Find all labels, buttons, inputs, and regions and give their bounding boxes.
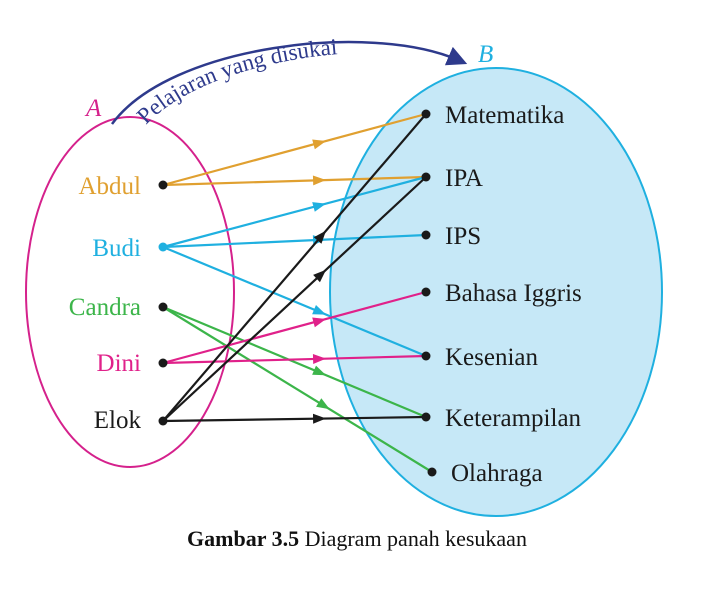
member-elok: Elok xyxy=(94,407,142,434)
figure-caption: Gambar 3.5 Diagram panah kesukaan xyxy=(0,526,714,552)
dot-matematika xyxy=(421,109,431,119)
dot-elok xyxy=(158,416,168,426)
dot-olahraga xyxy=(427,467,437,477)
member-matematika: Matematika xyxy=(445,102,564,129)
caption-text: Diagram panah kesukaan xyxy=(304,526,527,551)
arrow-abdul-matematika xyxy=(162,112,427,187)
arrowhead-elok-matematika xyxy=(313,230,327,244)
set-a-name: A xyxy=(84,95,102,122)
arrowhead-elok-ipa xyxy=(313,269,327,283)
member-kesenian: Kesenian xyxy=(445,344,539,371)
arrowhead-candra-olahraga xyxy=(316,398,330,410)
dot-keterampilan xyxy=(421,412,431,422)
member-candra: Candra xyxy=(69,294,141,321)
arrow-candra-olahraga xyxy=(162,306,433,473)
member-dini: Dini xyxy=(97,350,142,377)
arrowhead-budi-ipa xyxy=(312,202,327,212)
set-b-members: Matematika IPA IPS Bahasa Iggris Kesenia… xyxy=(421,102,582,487)
arrowhead-dini-kesenian xyxy=(312,354,327,365)
arrow-elok-keterampilan xyxy=(162,415,427,423)
arrowhead-candra-keterampilan xyxy=(312,365,327,376)
arrowhead-abdul-matematika xyxy=(312,139,327,150)
dot-candra xyxy=(158,302,168,312)
dot-kesenian xyxy=(421,351,431,361)
dot-bahasa-iggris xyxy=(421,287,431,297)
arrowhead-budi-kesenian xyxy=(312,304,327,315)
arrow-dini-bahasa-iggris xyxy=(162,290,427,365)
member-bahasa-iggris: Bahasa Iggris xyxy=(445,280,582,307)
member-ips: IPS xyxy=(445,223,481,250)
member-keterampilan: Keterampilan xyxy=(445,405,582,432)
member-ipa: IPA xyxy=(445,165,483,192)
member-budi: Budi xyxy=(92,235,141,262)
set-a-members: Abdul Budi Candra Dini Elok xyxy=(69,173,168,434)
dot-dini xyxy=(158,358,168,368)
caption-label: Gambar 3.5 xyxy=(187,526,300,551)
set-b-name: B xyxy=(478,41,493,68)
dot-ipa xyxy=(421,172,431,182)
arrow-budi-ipa xyxy=(162,175,427,249)
set-a-ellipse xyxy=(25,116,235,468)
arrow-abdul-ipa xyxy=(162,175,427,187)
arrow-budi-kesenian xyxy=(162,245,427,358)
arrowhead-abdul-ipa xyxy=(312,175,327,186)
arrow-budi-ips xyxy=(162,233,427,249)
arrow-elok-matematika xyxy=(162,113,427,422)
member-olahraga: Olahraga xyxy=(451,460,543,487)
arrow-candra-keterampilan xyxy=(162,305,427,419)
dot-abdul xyxy=(158,180,168,190)
arrow-elok-ipa xyxy=(162,176,427,422)
arrowhead-elok-keterampilan xyxy=(312,413,327,424)
arrowhead-dini-bahasa-iggris xyxy=(312,317,327,328)
member-abdul: Abdul xyxy=(79,173,142,200)
relation-arc xyxy=(110,40,468,125)
dot-ips xyxy=(421,230,431,240)
dot-budi xyxy=(158,242,168,252)
mapping-arrows xyxy=(162,112,433,473)
arrow-dini-kesenian xyxy=(162,354,427,365)
